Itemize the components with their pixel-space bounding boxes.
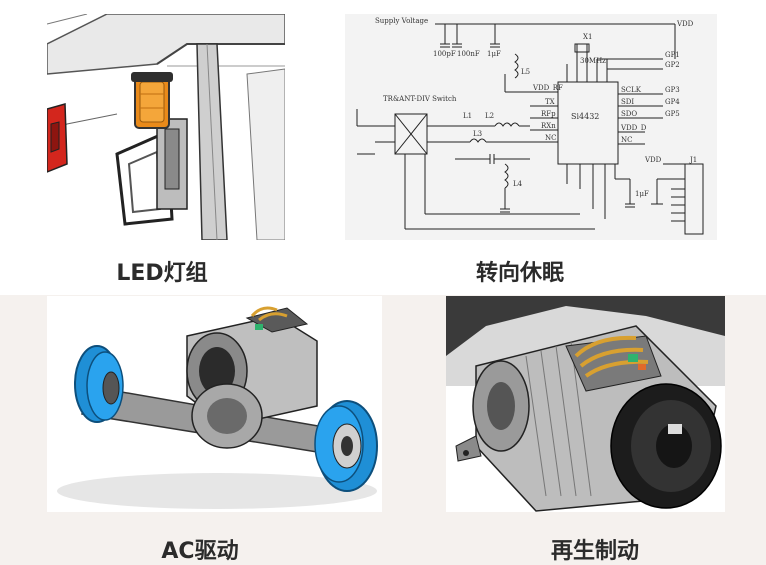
schematic-inductor-1: L1 [463,112,472,120]
schematic-crystal-freq: 30MHz [580,57,606,65]
schematic-inductor-3: L3 [473,130,482,138]
ac-drive-image [47,296,382,512]
schematic-pin-sclk: SCLK [621,86,642,94]
schematic-pin-tx: TX [545,98,555,106]
schematic-crystal-label: X1 [583,33,592,41]
schematic-pin-vdd-d: VDD_D [620,124,647,132]
schematic-switch-label: TR&ANT-DIV Switch [383,95,457,103]
caption-regenerative-braking: 再生制动 [550,539,639,564]
schematic-pin-rfp: RFp [541,110,556,118]
caption-steering-sleep: 转向休眠 [475,261,564,286]
schematic-cap-value-2: 100nF [457,50,480,58]
schematic-gp4: GP4 [665,98,680,106]
schematic-inductor-2: L2 [485,112,494,120]
schematic-pin-rxn: RXn [541,122,556,130]
schematic-gp2: GP2 [665,61,680,69]
schematic-connector: J1 [689,156,697,164]
led-lamp-icon [47,14,285,240]
schematic-pin-nc-right: NC [621,136,632,144]
schematic-vdd-2: VDD [644,156,662,164]
caption-ac-drive: AC驱动 [161,539,239,564]
regenerative-brake-motor-icon [446,296,725,512]
schematic-gp5: GP5 [665,110,680,118]
circuit-schematic-icon: Supply Voltage VDD Si4432 TR&ANT-DIV Swi… [356,17,704,235]
circuit-schematic-image: Supply Voltage VDD Si4432 TR&ANT-DIV Swi… [345,14,717,240]
schematic-supply-label: Supply Voltage [375,17,428,25]
schematic-vdd-label: VDD [676,20,694,28]
schematic-gp1: GP1 [665,51,680,59]
schematic-gp3: GP3 [665,86,680,94]
led-lamp-image [47,14,285,240]
schematic-pin-nc-left: NC [545,134,556,142]
caption-led-lamp-group: LED灯组 [116,261,208,286]
ac-drive-axle-icon [57,306,378,509]
regenerative-brake-image [446,296,725,512]
schematic-pin-vdd-rf: VDD_RF [532,84,563,92]
schematic-cap-value-3: 1μF [487,50,501,58]
schematic-cap-value-1: 100pF [433,50,456,58]
schematic-inductor-5: L5 [521,68,530,76]
schematic-cap-value-4: 1μF [635,190,649,198]
schematic-pin-sdi: SDI [621,98,634,106]
schematic-pin-sdo: SDO [621,110,637,118]
schematic-inductor-4: L4 [513,180,523,188]
schematic-chip-label: Si4432 [571,112,599,121]
